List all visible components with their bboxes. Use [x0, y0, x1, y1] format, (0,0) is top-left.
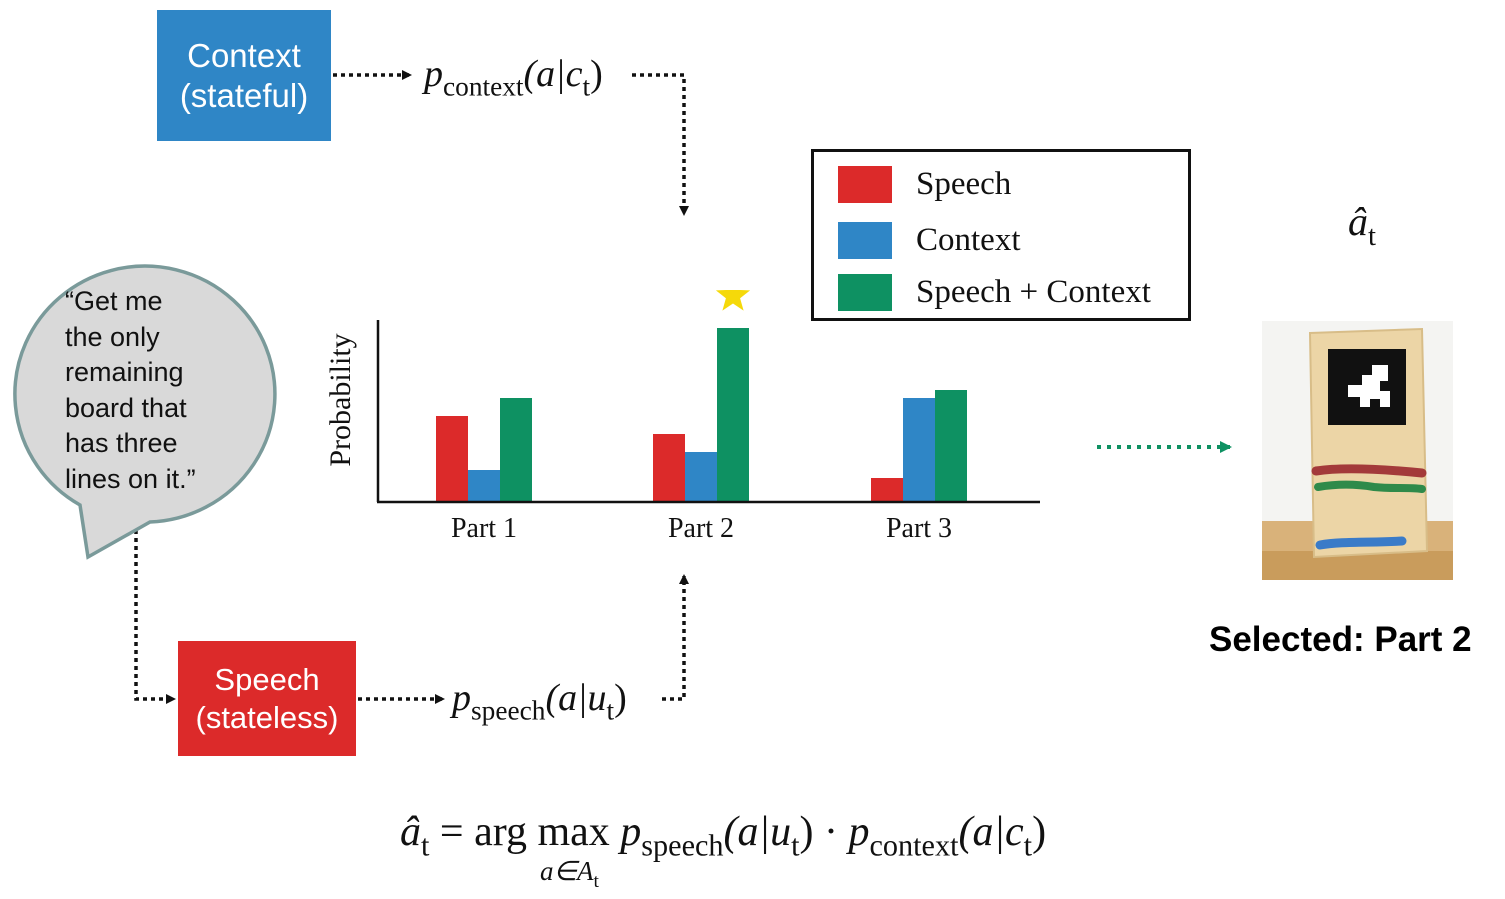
star-icon: [715, 290, 751, 311]
legend-item-speech: Speech: [838, 164, 1011, 204]
arrow-pspeech-to-chart: [662, 574, 689, 701]
probability-bar-chart: Probability Part 1 Part 2 Part 3: [324, 290, 1040, 544]
arrow-bubble-to-speech: [134, 530, 176, 704]
context-box: Context (stateful): [157, 10, 331, 141]
legend-label-context: Context: [916, 221, 1021, 258]
bar-part-2-speech-context: [717, 328, 749, 502]
selected-label: Selected: Part 2: [1209, 620, 1472, 659]
x-tick-label: Part 3: [886, 513, 952, 544]
legend-swatch-speech: [838, 165, 892, 203]
legend-label-speech: Speech: [916, 165, 1012, 202]
p-context-formula: pcontext(a|ct): [424, 53, 603, 102]
y-axis-label: Probability: [324, 333, 357, 466]
legend-swatch-speech-context: [838, 273, 892, 311]
speech-box-line2: (stateless): [195, 699, 339, 735]
legend-item-context: Context: [838, 220, 1021, 260]
argmax-subscript: a∈At: [540, 856, 599, 892]
chart-legend: Speech Context Speech + Context: [811, 149, 1191, 321]
legend-label-speech-context: Speech + Context: [916, 273, 1151, 310]
bar-part-3-speech-context: [935, 390, 967, 502]
p-speech-formula: pspeech(a|ut): [452, 677, 627, 726]
arrow-pcontext-to-chart: [632, 73, 689, 216]
x-tick-label: Part 2: [668, 513, 734, 544]
x-tick-label: Part 1: [451, 513, 517, 544]
speech-box: Speech (stateless): [178, 641, 356, 756]
bar-part-2-context: [685, 452, 717, 502]
context-box-line2: (stateful): [179, 76, 309, 114]
bar-part-3-speech: [871, 478, 903, 502]
bar-part-3-context: [903, 398, 935, 502]
bar-part-1-context: [468, 470, 500, 502]
speech-bubble: [13, 264, 277, 560]
bar-part-1-speech-context: [500, 398, 532, 502]
speech-box-line1: Speech: [214, 661, 320, 697]
context-box-line1: Context: [187, 36, 301, 74]
a-hat-label: ât: [1348, 199, 1377, 253]
bar-part-2-speech: [653, 434, 685, 502]
legend-item-speech-context: Speech + Context: [838, 272, 1151, 312]
selected-part-photo: [1262, 321, 1453, 580]
speech-bubble-quote: “Get me the only remaining board that ha…: [65, 286, 196, 494]
argmax-formula: ât = arg max pspeech(a|ut) · pcontext(a|…: [400, 809, 1047, 863]
bar-part-1-speech: [436, 416, 468, 502]
legend-swatch-context: [838, 221, 892, 259]
